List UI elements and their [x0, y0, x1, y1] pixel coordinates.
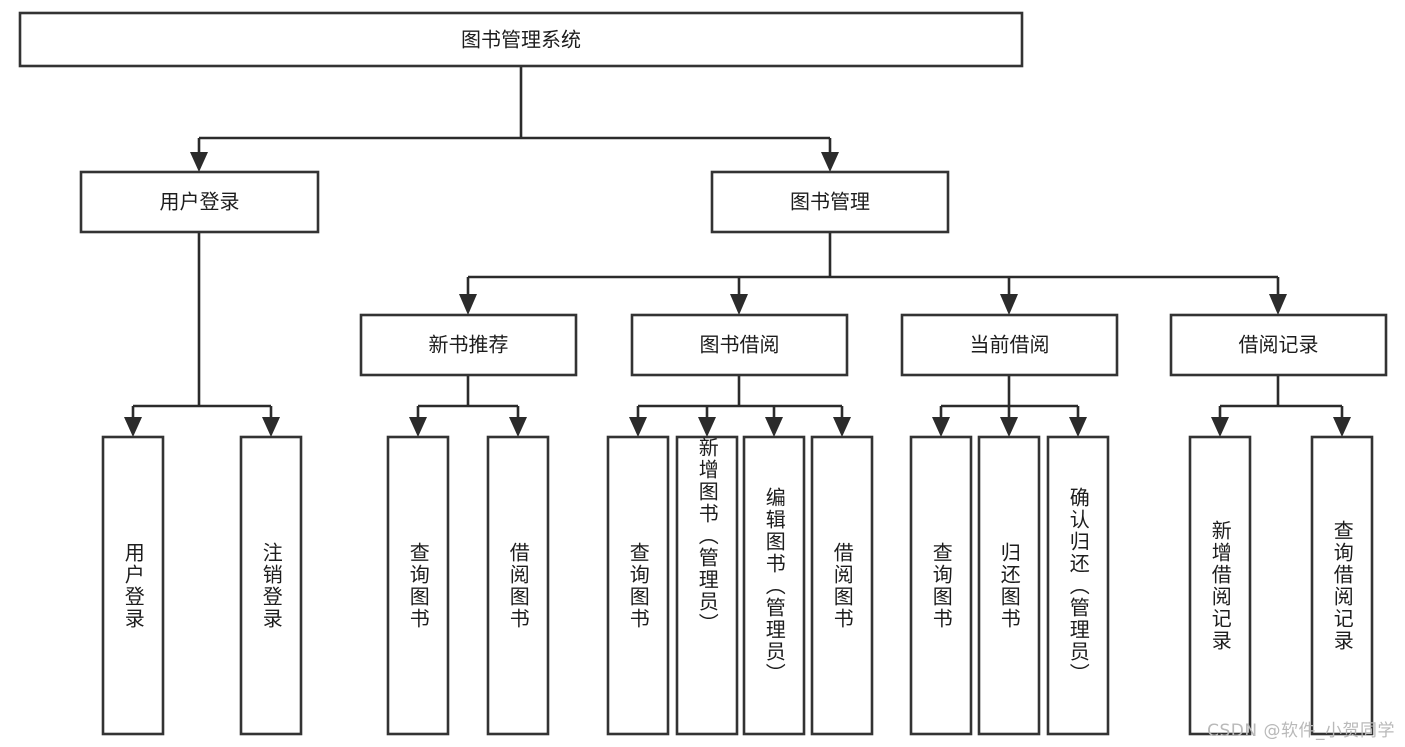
- arrow-head-leaf-add-book: [698, 417, 716, 437]
- arrow-head-leaf-query-book-3: [932, 417, 950, 437]
- node-label-new-book-recommend: 新书推荐: [429, 333, 509, 357]
- node-box-leaf-query-record[interactable]: [1310, 435, 1374, 736]
- node-layer: 图书管理系统 用户登录 图书管理 新书推荐 图书借阅 当前借阅 借阅记录: [18, 11, 1388, 736]
- node-box-leaf-borrow-book-2[interactable]: [810, 435, 874, 736]
- arrow-head-leaf-query-book-1: [409, 417, 427, 437]
- node-label-book-borrow: 图书借阅: [700, 333, 780, 357]
- node-box-borrow-record[interactable]: [1169, 313, 1388, 377]
- arrow-head-book-borrow: [730, 294, 748, 315]
- arrow-head-leaf-add-record: [1211, 417, 1229, 437]
- arrow-head-leaf-edit-book: [765, 417, 783, 437]
- node-box-new-book-recommend[interactable]: [359, 313, 578, 377]
- node-box-leaf-add-record[interactable]: [1188, 435, 1252, 736]
- node-box-leaf-query-book-3[interactable]: [909, 435, 973, 736]
- node-label-book-manage: 图书管理: [790, 190, 870, 214]
- node-box-leaf-add-book[interactable]: [675, 435, 739, 736]
- node-box-leaf-return-book[interactable]: [977, 435, 1041, 736]
- watermark-text: CSDN @软件_小贺同学: [1207, 721, 1395, 741]
- node-label-borrow-record: 借阅记录: [1239, 333, 1319, 357]
- node-box-root[interactable]: [18, 11, 1024, 68]
- node-box-leaf-borrow-book-1[interactable]: [486, 435, 550, 736]
- arrow-head-leaf-user-logout: [262, 417, 280, 437]
- arrow-head-leaf-return-book: [1000, 417, 1018, 437]
- node-box-leaf-user-logout[interactable]: [239, 435, 303, 736]
- arrow-head-leaf-borrow-book-1: [509, 417, 527, 437]
- node-box-leaf-query-book-2[interactable]: [606, 435, 670, 736]
- arrow-head-leaf-query-record: [1333, 417, 1351, 437]
- arrow-head-borrow-record: [1269, 294, 1287, 315]
- node-box-leaf-user-login[interactable]: [101, 435, 165, 736]
- node-label-current-borrow: 当前借阅: [970, 333, 1050, 357]
- node-box-leaf-confirm-return[interactable]: [1046, 435, 1110, 736]
- arrow-head-new-book-recommend: [459, 294, 477, 315]
- arrow-head-current-borrow: [1000, 294, 1018, 315]
- arrow-head-leaf-query-book-2: [629, 417, 647, 437]
- node-box-book-manage[interactable]: [710, 170, 950, 234]
- arrow-head-leaf-confirm-return: [1069, 417, 1087, 437]
- node-label-user-login: 用户登录: [160, 190, 240, 214]
- node-box-leaf-edit-book[interactable]: [742, 435, 806, 736]
- node-box-current-borrow[interactable]: [900, 313, 1119, 377]
- arrow-head-book-manage: [821, 152, 839, 172]
- node-label-root: 图书管理系统: [461, 28, 581, 52]
- node-box-user-login[interactable]: [79, 170, 320, 234]
- node-box-book-borrow[interactable]: [630, 313, 849, 377]
- arrow-head-user-login: [190, 152, 208, 172]
- arrow-head-leaf-user-login: [124, 417, 142, 437]
- arrow-head-leaf-borrow-book-2: [833, 417, 851, 437]
- node-box-leaf-query-book-1[interactable]: [386, 435, 450, 736]
- connector-layer: [124, 66, 1351, 437]
